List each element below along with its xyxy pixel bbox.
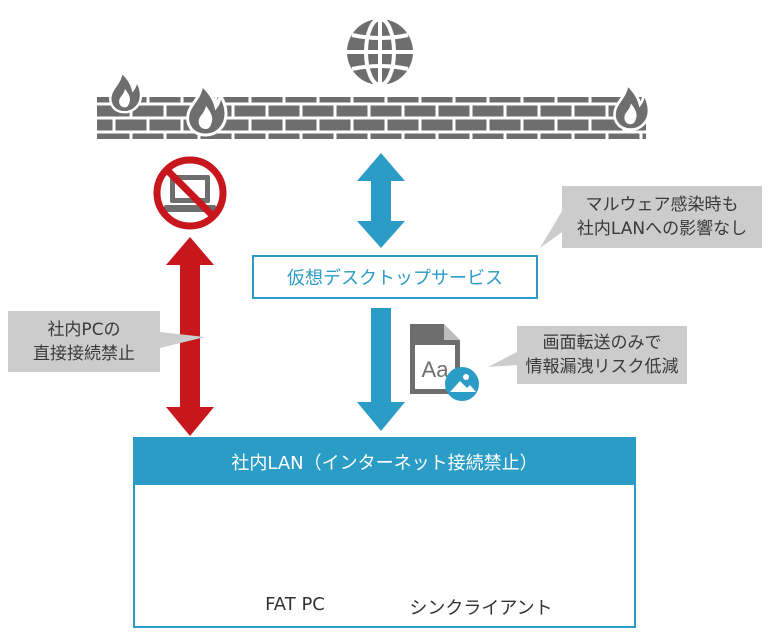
callout-tail-direct xyxy=(160,332,205,348)
fire-icon xyxy=(186,81,228,137)
callout-direct-line1: 社内PCの xyxy=(47,319,121,340)
fat-pc-label: FAT PC xyxy=(265,594,325,615)
internal-lan-box: 社内LAN（インターネット接続禁止） xyxy=(133,437,636,628)
virtual-desktop-service-box: 仮想デスクトップサービス xyxy=(252,255,538,299)
screen-transfer-arrow xyxy=(357,308,405,431)
callout-screen-line2: 情報漏洩リスク低減 xyxy=(525,357,679,377)
firewall-wall xyxy=(97,97,646,139)
virtual-desktop-service-label: 仮想デスクトップサービス xyxy=(287,268,503,289)
document-text: Aa xyxy=(422,357,450,382)
internal-lan-header: 社内LAN（インターネット接続禁止） xyxy=(135,439,634,485)
document-image-icon: Aa xyxy=(410,324,479,401)
callout-screen-line1: 画面転送のみで xyxy=(542,333,662,353)
fire-icon xyxy=(109,69,143,114)
thin-client-label: シンクライアント xyxy=(409,598,553,619)
callout-malware-line2: 社内LANへの影響なし xyxy=(576,219,748,239)
callout-direct-connection: 社内PCの 直接接続禁止 xyxy=(8,311,160,372)
callout-malware: マルウェア感染時も 社内LANへの影響なし xyxy=(562,186,762,248)
globe-icon xyxy=(347,17,413,87)
internet-connection-arrow xyxy=(357,153,405,248)
callout-screen-transfer: 画面転送のみで 情報漏洩リスク低減 xyxy=(517,326,687,384)
internal-lan-label: 社内LAN（インターネット接続禁止） xyxy=(231,453,538,474)
fire-icon xyxy=(613,81,651,131)
callout-direct-line2: 直接接続禁止 xyxy=(33,343,135,364)
callout-malware-line1: マルウェア感染時も xyxy=(585,195,739,215)
no-pc-icon xyxy=(153,156,227,230)
callout-tail-screen xyxy=(488,352,517,367)
